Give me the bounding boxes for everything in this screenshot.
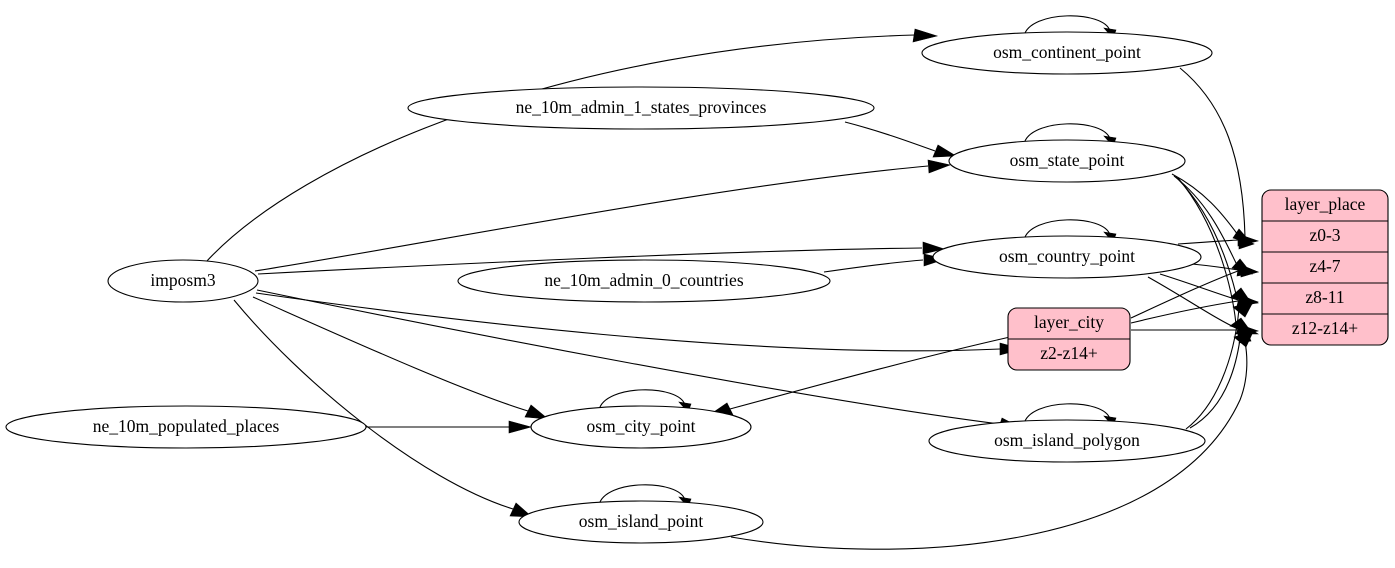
edge-osm-country-point-to-layer-place-z0-3: [1177, 239, 1239, 245]
node-shape: [928, 419, 1206, 463]
record-layer-city-title: layer_city: [1034, 312, 1104, 332]
node-imposm3[interactable]: imposm3: [107, 259, 259, 303]
arrowhead: [524, 404, 549, 420]
edge-ne-states-to-osm-state-point: [844, 121, 936, 152]
node-shape: [107, 259, 259, 303]
node-osm-state-point[interactable]: osm_state_point: [948, 139, 1186, 183]
edge-osm-island-point-to-layer-place-z12-z14: [730, 341, 1248, 550]
edge-osm-city-point-self-loop: [598, 389, 686, 411]
node-shape: [457, 259, 831, 303]
node-osm-island-polygon[interactable]: osm_island_polygon: [928, 419, 1206, 463]
arrowhead: [932, 144, 957, 158]
edge-osm-island-polygon-to-layer-place-z12-z14: [1189, 338, 1241, 429]
edge-osm-country-point-self-loop: [1023, 219, 1111, 241]
edge-osm-country-point-to-layer-place-z4-7: [1191, 263, 1239, 271]
record-layer-city-row-z2-z14[interactable]: z2-z14+: [1040, 343, 1098, 363]
node-label-osm-continent-point: osm_continent_point: [993, 42, 1141, 62]
edge-imposm3-to-osm-continent-point: [205, 34, 916, 263]
node-ne-10m-admin-1-states-provinces[interactable]: ne_10m_admin_1_states_provinces: [407, 86, 875, 130]
record-layer-place[interactable]: layer_place z0-3 z4-7 z8-11 z12-z14+: [1261, 189, 1389, 346]
record-layer: layer_place z0-3 z4-7 z8-11 z12-z14+ lay…: [1007, 189, 1389, 371]
node-label-osm-country-point: osm_country_point: [999, 246, 1135, 266]
edge-layer: [205, 15, 1260, 550]
edge-imposm3-to-osm-country-point: [257, 247, 923, 275]
edge-osm-island-polygon-to-layer-place-z8-11: [1185, 308, 1240, 430]
edge-osm-state-point-self-loop: [1023, 123, 1111, 145]
node-osm-continent-point[interactable]: osm_continent_point: [921, 31, 1213, 75]
edge-imposm3-to-osm-island-polygon: [256, 289, 1001, 425]
edge-osm-island-point-self-loop: [598, 484, 686, 506]
record-layer-place-row-z0-3[interactable]: z0-3: [1309, 225, 1340, 245]
arrowhead: [1239, 264, 1259, 278]
node-shape: [921, 31, 1213, 75]
arrowhead: [1232, 301, 1254, 318]
edge-osm-continent-point-to-layer-place-z0-3: [1179, 67, 1246, 238]
edge-osm-country-point-to-layer-place-z8-11: [1159, 273, 1239, 301]
arrowhead: [927, 159, 952, 174]
edge-osm-country-point-to-layer-place-z12-z14: [1147, 276, 1239, 330]
edge-imposm3-to-osm-island-point: [233, 299, 514, 510]
node-layer: imposm3 ne_10m_admin_1_states_provinces …: [5, 31, 1213, 544]
edge-osm-state-point-to-layer-place-z12-z14: [1177, 177, 1237, 325]
node-label-imposm3: imposm3: [150, 270, 215, 290]
node-label-osm-island-polygon: osm_island_polygon: [994, 430, 1140, 450]
record-layer-place-title: layer_place: [1285, 194, 1366, 214]
node-ne-10m-admin-0-countries[interactable]: ne_10m_admin_0_countries: [457, 259, 831, 303]
node-osm-island-point[interactable]: osm_island_point: [518, 500, 764, 544]
edge-ne-countries-to-osm-country-point: [823, 259, 924, 273]
edge-imposm3-to-osm-city-point: [252, 296, 529, 412]
edge-layer-city-to-layer-place-z8-11: [1130, 300, 1239, 324]
node-osm-country-point[interactable]: osm_country_point: [932, 235, 1202, 279]
node-shape: [932, 235, 1202, 279]
edge-imposm3-to-layer-city: [255, 292, 1001, 352]
node-shape: [5, 405, 367, 449]
edge-layer-city-to-layer-place-z4-7: [1130, 270, 1239, 319]
record-layer-place-row-z4-7[interactable]: z4-7: [1309, 256, 1340, 276]
node-shape: [530, 405, 752, 449]
edge-osm-continent-point-self-loop: [1023, 15, 1111, 37]
node-label-osm-island-point: osm_island_point: [579, 511, 704, 531]
record-layer-place-row-z12-z14[interactable]: z12-z14+: [1292, 318, 1358, 338]
edge-osm-state-point-to-layer-place-z0-3: [1171, 173, 1239, 236]
node-osm-city-point[interactable]: osm_city_point: [530, 405, 752, 449]
arrowhead: [912, 28, 939, 43]
node-label-ne-countries: ne_10m_admin_0_countries: [544, 270, 743, 290]
arrowhead: [508, 420, 533, 434]
node-ne-10m-populated-places[interactable]: ne_10m_populated_places: [5, 405, 367, 449]
node-shape: [407, 86, 875, 130]
node-shape: [948, 139, 1186, 183]
edge-layer-city-to-osm-city-point: [729, 336, 1011, 410]
edge-osm-state-point-to-layer-place-z4-7: [1173, 175, 1238, 266]
edge-osm-island-polygon-self-loop: [1023, 403, 1111, 425]
node-label-osm-state-point: osm_state_point: [1010, 150, 1125, 170]
record-layer-place-row-z8-11[interactable]: z8-11: [1305, 287, 1344, 307]
node-label-ne-states: ne_10m_admin_1_states_provinces: [516, 97, 767, 117]
record-layer-place-box: [1261, 189, 1389, 346]
node-label-ne-populated: ne_10m_populated_places: [93, 416, 280, 436]
edge-imposm3-to-osm-state-point: [254, 165, 929, 272]
node-shape: [518, 500, 764, 544]
arrowhead: [1237, 233, 1260, 247]
arrowhead: [509, 502, 533, 518]
node-label-osm-city-point: osm_city_point: [587, 416, 696, 436]
arrowhead: [922, 241, 946, 255]
arrowhead: [1238, 320, 1252, 344]
record-layer-city[interactable]: layer_city z2-z14+: [1007, 307, 1131, 371]
